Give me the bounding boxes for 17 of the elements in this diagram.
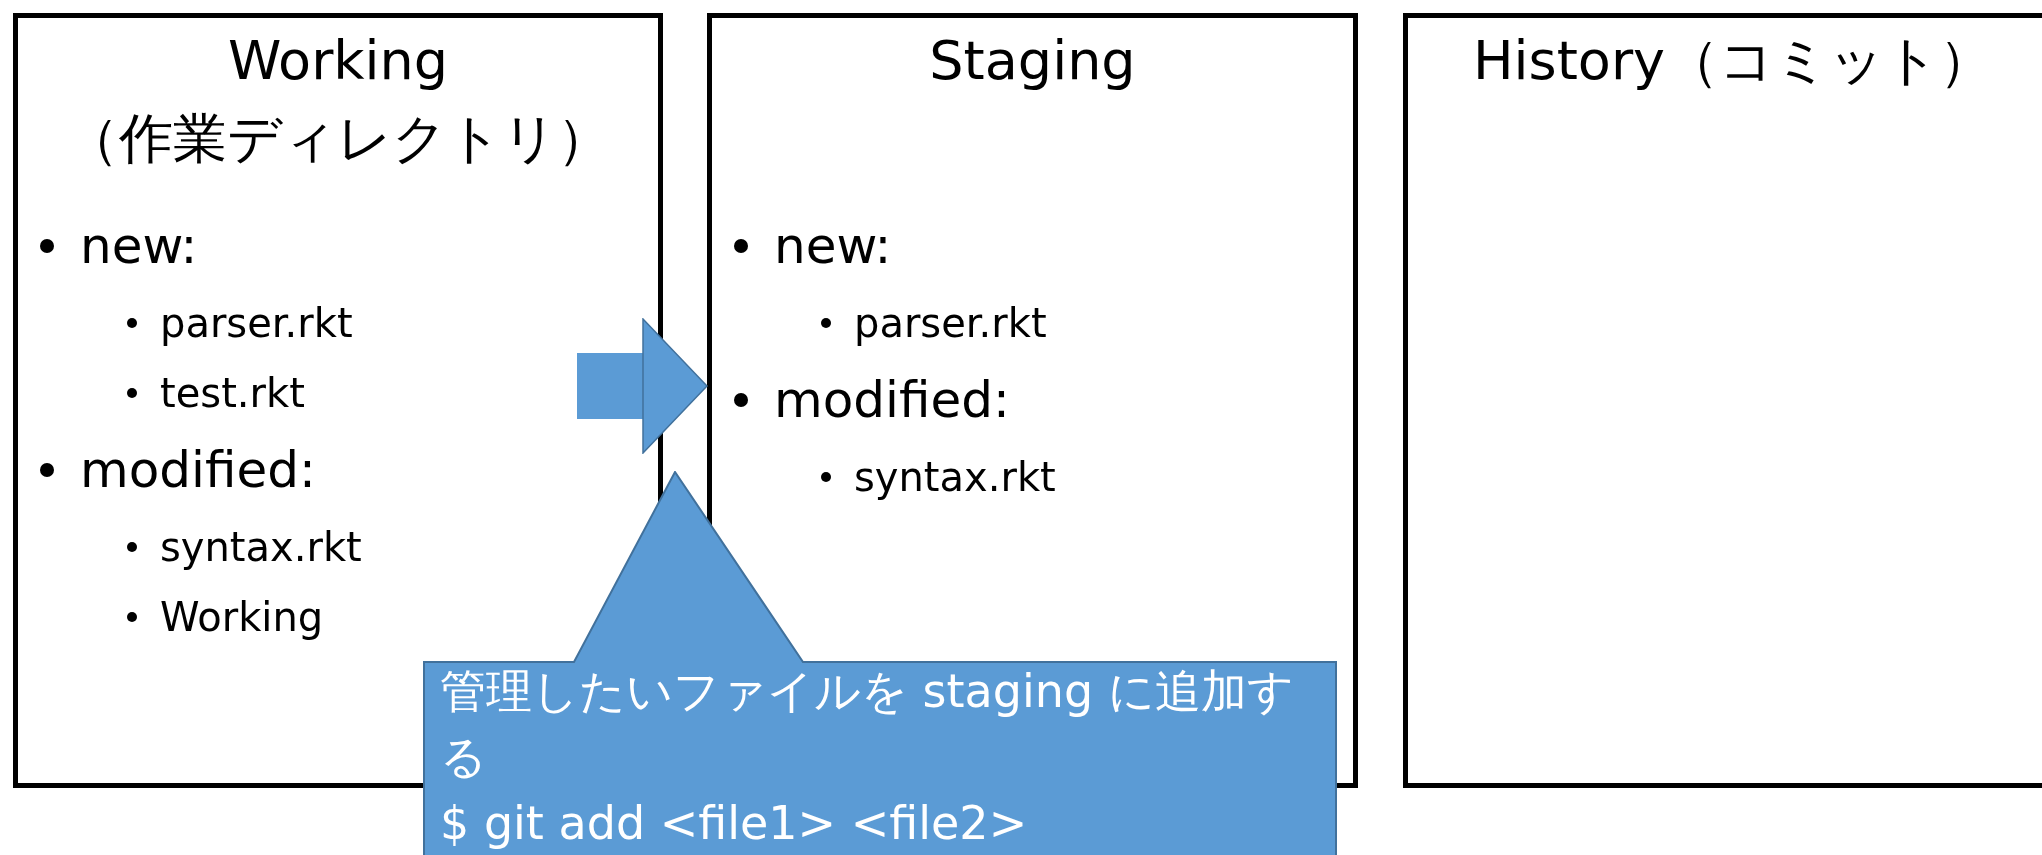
panel-heading: Working （作業ディレクトリ）: [64, 28, 612, 172]
list-heading: modified:: [774, 371, 1010, 429]
callout-text: $ git add <file1> <file2>: [440, 795, 1029, 852]
list-item: syntax.rkt: [160, 524, 362, 570]
panel-box: [1403, 13, 2042, 788]
list-heading: modified:: [80, 441, 316, 499]
list-heading: new:: [774, 217, 892, 275]
panel-heading: Staging: [928, 28, 1137, 94]
list-heading: new:: [80, 217, 198, 275]
block-arrow: [577, 318, 708, 454]
list-item: parser.rkt: [854, 300, 1047, 346]
list-item: Working: [160, 594, 324, 640]
callout-text: 管理したいファイルを staging に追加する: [440, 663, 1295, 786]
list-item: syntax.rkt: [854, 454, 1056, 500]
list-item: test.rkt: [160, 370, 305, 416]
list-item: parser.rkt: [160, 300, 353, 346]
panel-heading: History（コミット）: [1471, 28, 1995, 94]
